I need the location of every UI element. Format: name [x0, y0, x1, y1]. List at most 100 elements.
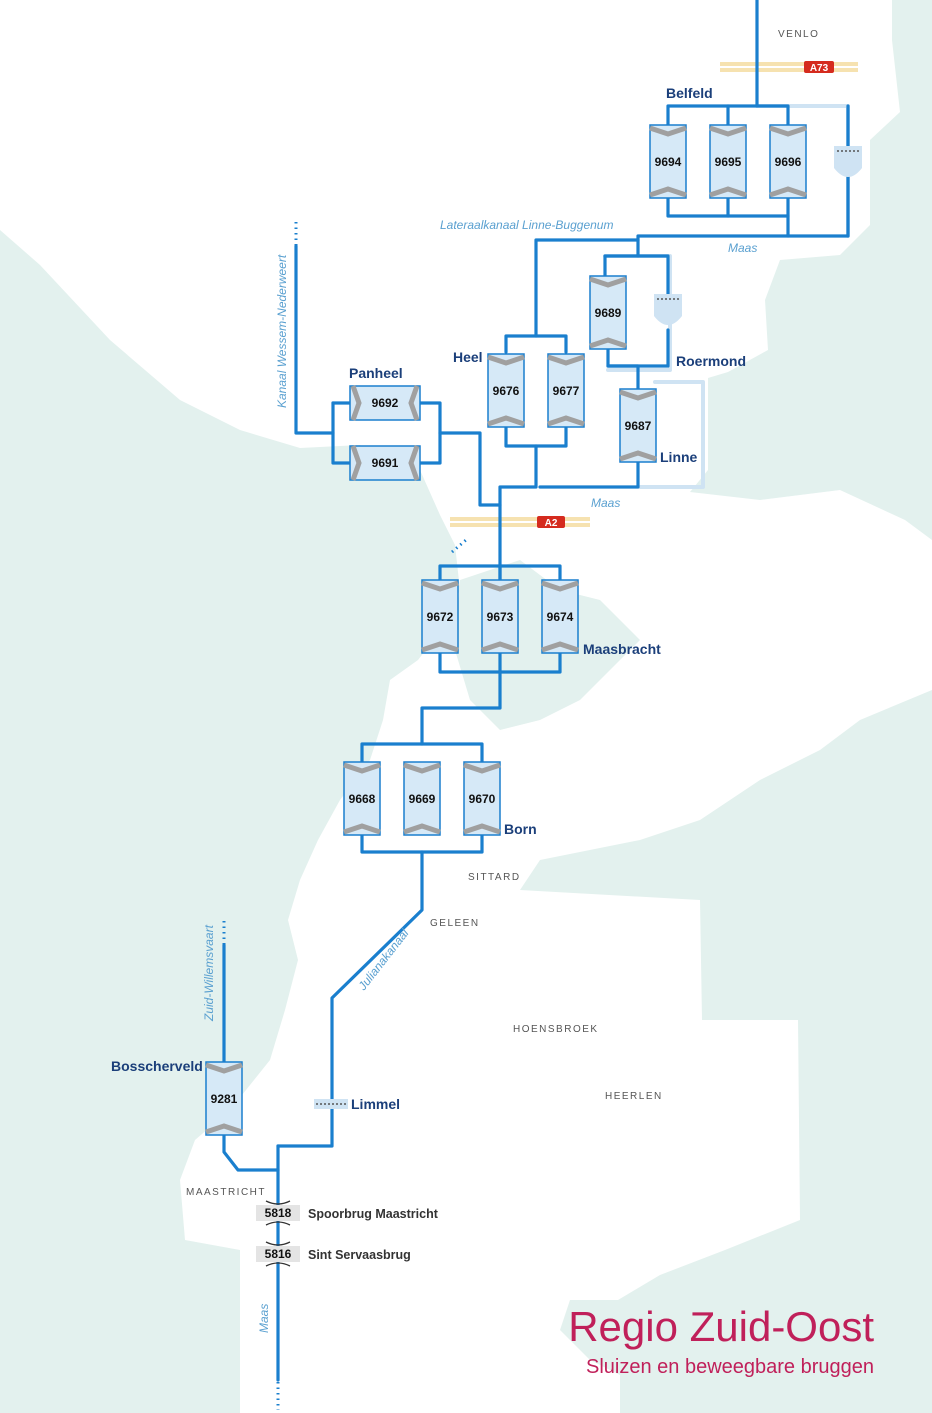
lock-9695[interactable]: 9695: [709, 124, 747, 199]
lock-9696[interactable]: 9696: [769, 124, 807, 199]
lock-gate-bottom: [421, 641, 459, 653]
lock-icon: [547, 353, 585, 428]
bridge-icon: [256, 1246, 300, 1262]
lock-gate-bottom: [403, 823, 441, 835]
lock-9677[interactable]: 9677: [547, 353, 585, 428]
lock-gate-bottom: [541, 641, 579, 653]
lock-icon: [769, 124, 807, 199]
lock-9692[interactable]: 9692: [349, 385, 421, 421]
weir-belfeld[interactable]: [834, 146, 862, 177]
lock-gate-top: [589, 276, 627, 288]
bridge-marks: [265, 1200, 291, 1226]
lock-gate-bottom: [463, 823, 501, 835]
place-labels: Belfeld Roermond Heel Linne Panheel Maas…: [111, 85, 746, 1112]
bridge-number: 5818: [265, 1206, 292, 1220]
lock-9670[interactable]: 9670: [463, 761, 501, 836]
born-lock-outflow: [360, 832, 484, 854]
a73-label: A73: [810, 63, 829, 74]
maas-roermond-channel: [603, 238, 640, 280]
weir-limmel[interactable]: [314, 1099, 348, 1109]
weir-roermond[interactable]: [654, 294, 682, 325]
waterway-zuid-willemsvaart: Zuid-Willemsvaart: [202, 924, 216, 1022]
place-born: Born: [504, 821, 537, 837]
lock-number: 9696: [775, 155, 802, 169]
lock-gate-bottom: [619, 450, 657, 462]
lock-gate-bottom: [481, 641, 519, 653]
lock-9676[interactable]: 9676: [487, 353, 525, 428]
lock-9687[interactable]: 9687: [619, 388, 657, 463]
waterway-maas-south: Maas: [257, 1304, 271, 1333]
lock-number: 9677: [553, 384, 580, 398]
julianakanaal-north: [420, 670, 502, 746]
lock-number: 9670: [469, 792, 496, 806]
a2-badge: [537, 516, 565, 528]
lock-9281[interactable]: 9281: [205, 1061, 243, 1136]
lock-number: 9281: [211, 1092, 238, 1106]
lock-gate-bottom: [547, 415, 585, 427]
roermond-weir-channel: [636, 254, 670, 298]
lock-gate-left: [350, 385, 362, 421]
bridge-number: 5816: [265, 1247, 292, 1261]
lock-9694[interactable]: 9694: [649, 124, 687, 199]
lock-number: 9673: [487, 610, 514, 624]
lock-number: 9691: [372, 456, 399, 470]
lock-icon: [709, 124, 747, 199]
lock-number: 9692: [372, 396, 399, 410]
bridge-5818[interactable]: 5818: [256, 1200, 300, 1226]
land-northeast: [690, 0, 932, 540]
waterway-maas-north: Maas: [728, 241, 757, 255]
lock-gate-top: [769, 125, 807, 137]
bridge-name-5818: Spoorbrug Maastricht: [308, 1207, 439, 1221]
lock-gate-top: [547, 354, 585, 366]
roermond-lock-outflow: [606, 346, 640, 392]
lock-9672[interactable]: 9672: [421, 579, 459, 654]
city-venlo: VENLO: [778, 29, 819, 40]
lock-9691[interactable]: 9691: [349, 445, 421, 481]
city-labels: VENLO SITTARD GELEEN HOENSBROEK HEERLEN …: [186, 29, 819, 1198]
lock-9668[interactable]: 9668: [343, 761, 381, 836]
panheel-to-maas: [438, 431, 502, 507]
lock-gate-top: [421, 580, 459, 592]
bridge-5816[interactable]: 5816: [256, 1241, 300, 1267]
lock-gate-top: [487, 354, 525, 366]
a73-badge: [804, 61, 834, 73]
maas-light-channel-linne: [638, 380, 705, 489]
lock-icon: [403, 761, 441, 836]
lock-icon: [349, 385, 421, 421]
land-east: [520, 690, 932, 1413]
lock-9689[interactable]: 9689: [589, 275, 627, 350]
place-belfeld: Belfeld: [666, 85, 713, 101]
julianakanaal: [276, 850, 424, 1148]
lock-9674[interactable]: 9674: [541, 579, 579, 654]
lock-icon: [343, 761, 381, 836]
lock-icon: [649, 124, 687, 199]
waterway-lateraalkanaal: Lateraalkanaal Linne-Buggenum: [440, 218, 613, 232]
lock-gate-top: [481, 580, 519, 592]
linne-lock-outflow: [538, 460, 640, 489]
city-maastricht: MAASTRICHT: [186, 1187, 266, 1198]
dotted-continuations: [222, 222, 467, 1410]
lock-number: 9669: [409, 792, 436, 806]
waterway-maas-middle: Maas: [591, 496, 620, 510]
weirs: [314, 146, 862, 1109]
lock-gate-top: [463, 762, 501, 774]
roads: A73 A2: [450, 61, 858, 529]
heel-to-a2: [498, 444, 538, 582]
born-lock-branches: [360, 742, 484, 764]
lock-icon: [619, 388, 657, 463]
bridge-marks: [265, 1241, 291, 1267]
lock-icon: [349, 445, 421, 481]
lock-gate-bottom: [487, 415, 525, 427]
lock-number: 9676: [493, 384, 520, 398]
lock-number: 9695: [715, 155, 742, 169]
place-roermond: Roermond: [676, 353, 746, 369]
lock-number: 9687: [625, 419, 652, 433]
lock-9669[interactable]: 9669: [403, 761, 441, 836]
lock-gate-bottom: [343, 823, 381, 835]
lock-9673[interactable]: 9673: [481, 579, 519, 654]
lock-gate-bottom: [709, 186, 747, 198]
city-sittard: SITTARD: [468, 872, 521, 883]
bridges: 5818 Spoorbrug Maastricht 5816 Sint Serv…: [256, 1200, 439, 1267]
bridge-icon: [256, 1205, 300, 1221]
